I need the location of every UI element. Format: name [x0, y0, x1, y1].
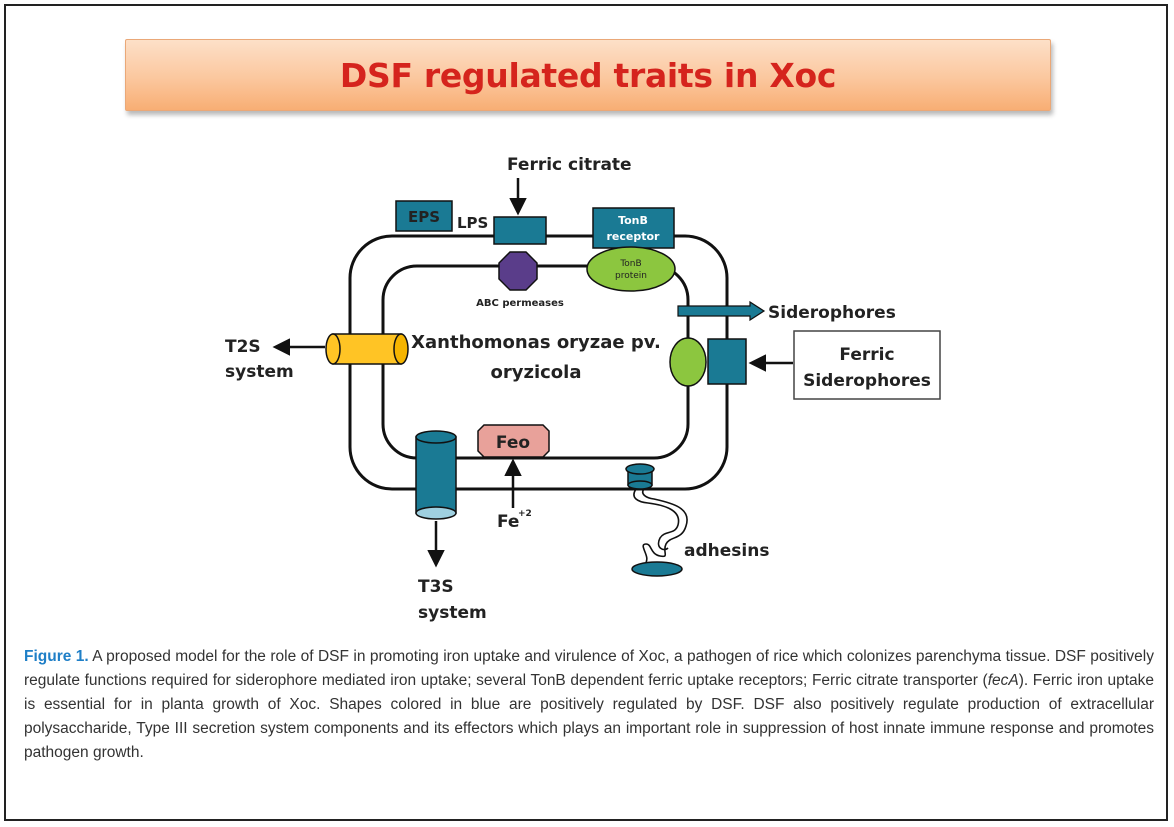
- caption-text-part1: A proposed model for the role of DSF in …: [24, 648, 1154, 689]
- tonb-receptor-label-line1: TonB: [618, 214, 648, 227]
- t3s-cylinder-body: [415, 436, 457, 514]
- abc-permease-octagon: [498, 251, 538, 291]
- eps-label: EPS: [408, 208, 440, 226]
- t2s-label-line2: system: [225, 362, 294, 382]
- feo-label: Feo: [496, 433, 530, 453]
- adhesin-anchor-bottom: [627, 480, 653, 490]
- t2s-cylinder-body: [332, 333, 402, 365]
- ferric-siderophores-box: [793, 330, 941, 400]
- cell-diagram: Ferric citrate EPS LPS TonB receptor Ton…: [225, 155, 941, 623]
- t3s-label-line1: T3S: [418, 577, 454, 597]
- siderophore-binding-protein: [669, 337, 707, 387]
- tonb-receptor-box: [592, 207, 675, 249]
- adhesin-filament: [633, 488, 688, 563]
- t3s-cylinder-top: [415, 430, 457, 444]
- figure-label: Figure 1.: [24, 648, 89, 665]
- figure-caption: Figure 1. A proposed model for the role …: [24, 645, 1154, 765]
- tonb-protein: [586, 246, 676, 292]
- ferric-citrate-transporter: [493, 216, 547, 245]
- t2s-label-line1: T2S: [225, 337, 261, 357]
- feo-transporter: [477, 424, 550, 458]
- fe-charge-label: +2: [518, 509, 532, 519]
- ferric-siderophores-label-line1: Ferric: [839, 345, 894, 365]
- adhesin-anchor-top: [625, 463, 655, 475]
- siderophore-receptor-box: [707, 338, 747, 385]
- siderophores-label: Siderophores: [768, 303, 896, 323]
- tonb-receptor-label-line2: receptor: [607, 230, 661, 243]
- t3s-cylinder-bottom: [415, 506, 457, 520]
- t2s-cylinder-cap: [325, 333, 341, 365]
- fe-label: Fe: [497, 512, 519, 532]
- t3s-label-line2: system: [418, 603, 487, 623]
- siderophores-export-arrow: [677, 300, 766, 322]
- caption-gene-name: fecA: [987, 672, 1019, 689]
- tonb-protein-label-line1: TonB: [619, 259, 641, 269]
- cell-name-line1: Xanthomonas oryzae pv.: [411, 332, 661, 353]
- t2s-cylinder-end: [393, 333, 409, 365]
- abc-permeases-label: ABC permeases: [476, 298, 564, 309]
- ferric-citrate-label: Ferric citrate: [507, 155, 632, 175]
- eps-box: [395, 200, 453, 232]
- ferric-siderophores-label-line2: Siderophores: [803, 371, 931, 391]
- title-banner: DSF regulated traits in Xoc: [125, 39, 1051, 111]
- tonb-protein-label-line2: protein: [615, 271, 647, 281]
- cell-name-line2: oryzicola: [491, 362, 582, 383]
- lps-label: LPS: [457, 214, 488, 232]
- caption-text-part2: ). Ferric iron uptake is essential for i…: [24, 672, 1154, 761]
- figure-frame: [4, 4, 1168, 821]
- figure-title: DSF regulated traits in Xoc: [339, 55, 837, 95]
- adhesin-base: [631, 561, 683, 577]
- adhesins-label: adhesins: [684, 541, 769, 561]
